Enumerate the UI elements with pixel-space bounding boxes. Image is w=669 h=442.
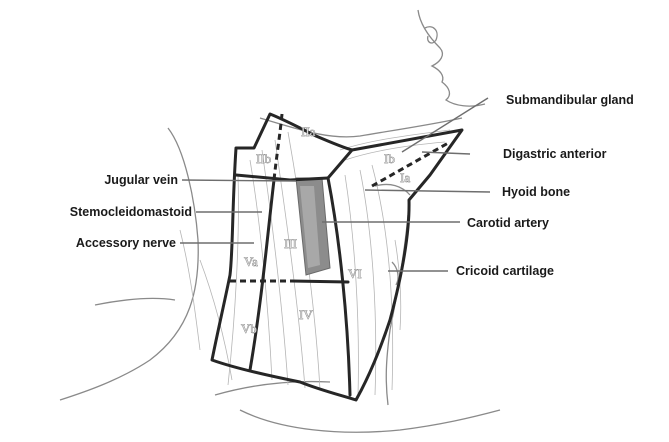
level-v-posterior-line <box>250 180 274 370</box>
jugular-vein-leader <box>182 180 296 181</box>
level-iib-label: IIb <box>256 151 271 166</box>
callout-labels: Submandibular gland Digastric anterior J… <box>70 93 634 278</box>
level-iii-label: III <box>284 236 297 251</box>
level-iv-label: IV <box>299 307 313 322</box>
submandibular-gland-label: Submandibular gland <box>506 93 634 107</box>
level-iia-label: IIa <box>301 124 316 139</box>
carotid-artery-label: Carotid artery <box>467 216 549 230</box>
shoulder-outline <box>95 298 175 305</box>
level-ib-label: Ib <box>384 151 395 166</box>
level-vi-lateral-line <box>328 178 350 395</box>
level-ii-iii-divider <box>236 175 328 180</box>
level-va-label: Va <box>244 254 258 269</box>
jugular-vein-label: Jugular vein <box>104 173 178 187</box>
hyoid-bone-leader <box>365 190 490 192</box>
muscle-fiber <box>262 150 288 385</box>
hyoid-bone-label: Hyoid bone <box>502 185 570 199</box>
level-i-ii-divider <box>328 150 352 178</box>
ear-outline <box>425 27 437 43</box>
accessory-nerve-label: Accessory nerve <box>76 236 176 250</box>
posterior-neck-outline <box>60 128 198 400</box>
cricoid-cartilage-label: Cricoid cartilage <box>456 264 554 278</box>
leader-lines <box>180 98 490 271</box>
cricoid-outline <box>392 262 398 285</box>
digastric-anterior-label: Digastric anterior <box>503 147 607 161</box>
clavicle-outline <box>215 382 330 395</box>
muscle-fiber <box>180 230 200 350</box>
level-vi-label: VI <box>348 266 362 281</box>
muscle-fiber <box>275 140 305 388</box>
chest-outline <box>240 410 500 432</box>
sternocleidomastoid-label: Stemocleidomastoid <box>70 205 192 219</box>
anatomy-sketch <box>60 10 500 432</box>
level-vb-label: Vb <box>241 321 257 336</box>
level-ia-label: Ia <box>400 170 410 185</box>
level-iii-iv-divider <box>292 281 348 282</box>
muscle-fiber <box>345 175 358 395</box>
face-profile-outline <box>418 10 485 106</box>
